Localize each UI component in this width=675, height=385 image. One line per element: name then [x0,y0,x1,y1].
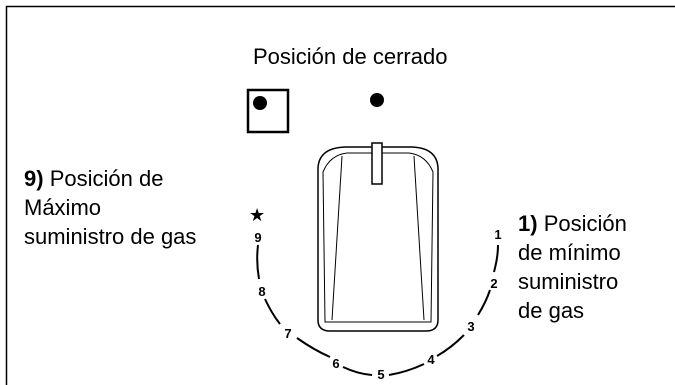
closed-position-label: Posición de cerrado [253,44,448,69]
scale-segment-9-8 [256,244,260,280]
closed-position-dot [370,93,384,107]
knob-facet-left [331,155,343,321]
scale-number-9: 9 [254,230,261,245]
scale-number-6: 6 [332,356,339,371]
scale-number-5: 5 [377,367,384,382]
knob-facet-right [413,155,425,321]
diagram-frame [5,5,675,385]
min-position-number: 1) [518,211,538,236]
min-position-line1: Posición [543,211,627,236]
scale-number-7: 7 [284,326,291,341]
min-position-line2: de mínimo [518,240,621,265]
scale-number-1: 1 [494,227,501,242]
max-position-line2: Máximo [24,195,102,220]
max-star-icon: ★ [249,205,265,226]
scale-segment-8-7 [264,298,281,325]
scale-segment-7-6 [296,337,331,358]
min-position-label: 1) Posición de mínimo suministro de gas [518,209,627,325]
scale-segment-2-1 [493,244,499,273]
scale-segment-6-5 [342,366,373,376]
max-position-line1: Posición de [49,166,164,191]
closed-indicator-box [246,88,290,134]
scale-number-4: 4 [427,352,435,367]
min-position-line4: de gas [518,298,585,323]
max-position-number: 9) [24,166,44,191]
scale-number-2: 2 [490,276,497,291]
max-position-line3: suministro de gas [24,224,197,249]
scale-segment-3-2 [477,289,491,316]
scale-number-8: 8 [258,284,265,299]
knob-pointer [371,142,383,185]
knob [317,142,439,332]
min-position-line3: suministro [518,269,619,294]
scale-number-3: 3 [467,319,474,334]
max-position-label: 9) Posición de Máximo suministro de gas [24,164,196,251]
knob-outline [317,146,439,332]
scale-segment-5-4 [388,363,425,376]
scale-segment-4-3 [436,334,465,357]
knob-inner-outline [322,152,434,323]
scale-numbers: 1 2 3 4 5 6 7 8 9 [254,227,501,382]
scale-arc [256,244,499,376]
closed-indicator-dot [253,96,267,110]
